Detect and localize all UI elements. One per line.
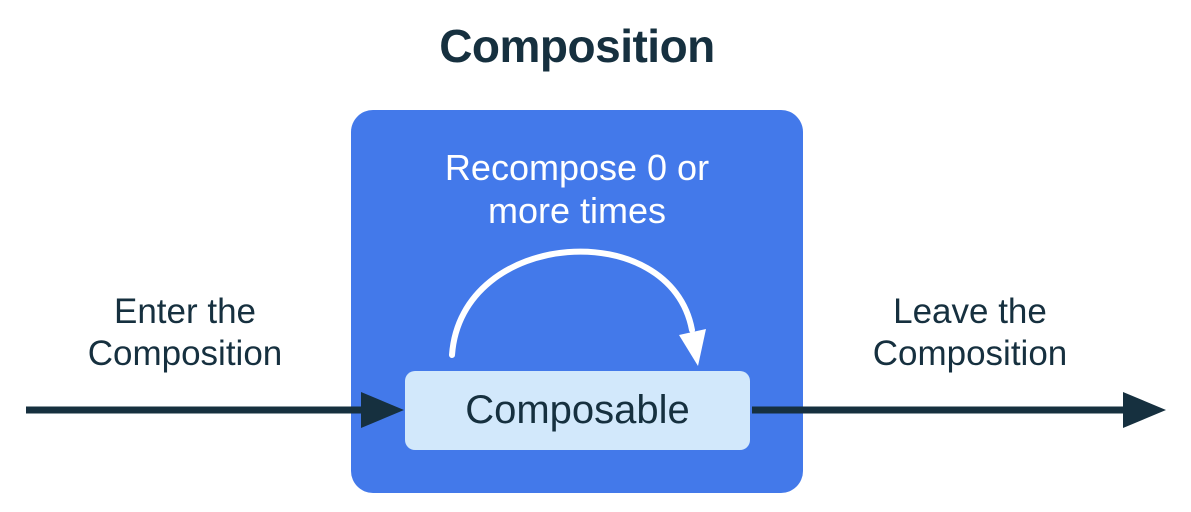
composable-label: Composable (465, 388, 690, 432)
enter-label-line2: Composition (87, 334, 283, 373)
recompose-arc-arrowhead-icon (679, 329, 706, 366)
recompose-label-line1: Recompose 0 or (444, 147, 710, 188)
diagram-title: Composition (439, 20, 715, 72)
recompose-arc-curve (449, 248, 695, 358)
composition-box: Recompose 0 or more times Composable (351, 110, 803, 493)
leave-composition-label: Leave the Composition (810, 291, 1130, 375)
flow-arrow-right-head-icon (1123, 392, 1166, 428)
leave-label-line1: Leave the (893, 292, 1047, 331)
enter-composition-label: Enter the Composition (25, 291, 345, 375)
leave-label-line2: Composition (872, 334, 1068, 373)
flow-arrow-right-icon (752, 392, 1166, 428)
flow-arrow-left-icon (26, 392, 404, 428)
recompose-label-line2: more times (487, 190, 667, 231)
composable-box: Composable (405, 371, 750, 450)
recompose-label: Recompose 0 or more times (351, 146, 803, 232)
enter-label-line1: Enter the (113, 292, 257, 331)
